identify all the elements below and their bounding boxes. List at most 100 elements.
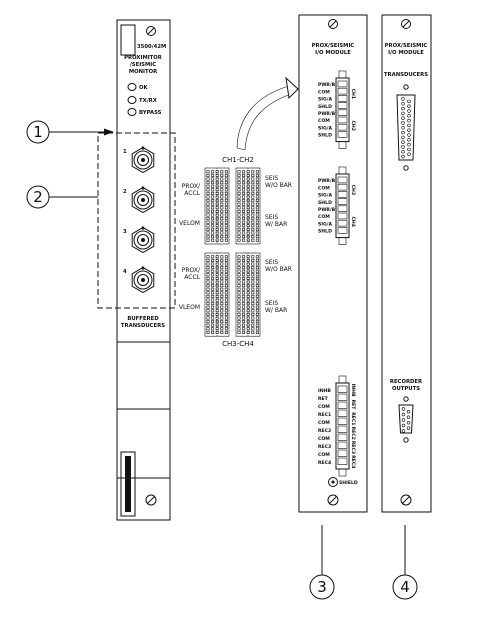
terminal-label: SIG/A [318,221,332,227]
terminal-slot [337,109,348,117]
connector-pin [407,128,411,132]
jumper-title-top: CH1-CH2 [222,156,254,164]
terminal-label: SIG/A [318,193,332,199]
connector-pin [407,147,411,152]
monitor-name-3: MONITOR [129,69,157,75]
connector-pin [401,150,405,154]
terminal-slot [337,205,348,213]
connector-pin [401,140,405,144]
terminal-slot [337,449,348,457]
jumper-label: W/ BAR [265,307,287,314]
connector-pin [407,118,411,123]
channel-label-4: 4 [123,269,127,275]
curved-arrow [236,76,299,151]
svg-text:2: 2 [33,188,43,206]
svg-text:4: 4 [400,578,410,596]
callout-3: 3 [309,525,335,600]
io-module-panel [298,14,368,513]
jumper-label: ACCL [184,274,200,281]
io-alt-title-2: I/O MODULE [388,50,424,56]
connector-pin [407,152,411,156]
terminal-label: REC3 [318,444,331,450]
screw-icon [327,494,339,506]
terminal-label: COM [318,118,330,124]
terminal-slot [337,198,348,205]
terminal-slot [337,183,348,191]
terminal-slot [337,116,348,124]
terminal-label: REC1 [318,412,331,418]
jumper-blocks [204,167,261,337]
terminal-slot [337,401,348,409]
terminal-slot [337,417,348,425]
terminal-slot [337,385,348,393]
connector-pin [401,429,406,433]
connector-pin [407,133,411,137]
io-title-2: I/O MODULE [315,50,351,56]
terminal-slot [337,95,348,102]
terminal-tab [338,166,347,175]
connector-pin [401,97,405,101]
terminal-slot [337,433,348,441]
terminal-tab [338,70,347,79]
terminal-label: COM [318,420,330,426]
jumper-block [235,252,261,337]
transducers-label: TRANSDUCERS [384,72,428,78]
connector-pin [401,154,405,159]
jumper-diagram: CH1-CH2 CH3-CH4 PROX/ ACCL VELOM SEIS W/… [179,156,292,348]
jumper-block [204,167,230,245]
led-icon [127,108,137,116]
terminal-label: INHB [318,388,331,394]
led-bypass: BYPASS [127,108,162,116]
terminal-side-label: REC3 [350,441,356,454]
terminal-slot [337,393,348,401]
terminal-slot [337,212,348,220]
jumper-label: W/ BAR [265,221,287,228]
terminal-label: PWR/B [318,111,336,117]
terminal-slot [337,425,348,433]
terminal-label: COM [318,185,330,191]
terminal-side-label: INHB [350,384,356,397]
io-title-1: PROX/SEISMIC [312,43,355,49]
bnc-region-boundary [97,132,176,309]
monitor-model: 3500/42M [137,44,166,50]
terminal-label: SHLD [318,104,332,110]
callout-4: 4 [392,525,418,600]
connector-pin [407,142,411,147]
svg-text:BYPASS: BYPASS [139,110,162,116]
led-ok: OK [127,83,149,91]
terminal-slot [337,227,348,234]
terminal-slot [337,176,348,184]
jumper-label: ACCL [184,190,200,197]
connector-pin [407,114,411,118]
terminal-slot [337,123,348,131]
channel-label-1: 1 [123,149,127,155]
io-module: PROX/SEISMIC I/O MODULE PWR/BCOMSIG/ASHL… [298,14,368,513]
db25-connector [396,84,416,171]
terminal-label: SHLD [318,229,332,235]
terminal-label: SHLD [318,200,332,206]
terminal-tab [338,468,347,477]
screw-icon [328,19,338,29]
jumper-title-bottom: CH3-CH4 [222,340,254,348]
bnc-connector-icon [131,186,155,214]
svg-text:OK: OK [139,85,149,91]
db9-connector [398,396,414,443]
jumper-label: PROX/ [182,267,201,274]
connector-pin [407,99,411,104]
terminal-side-label: RET [350,400,356,411]
terminal-slot [337,80,348,88]
terminal-side-label: CH1 [350,89,356,99]
terminal-label: REC2 [318,428,331,434]
jumper-label: SEIS [265,175,278,182]
terminal-label: PWR/B [318,82,336,88]
terminal-label: PWR/B [318,207,336,213]
screw-icon [400,494,412,506]
channel-label-3: 3 [123,229,127,235]
terminal-slot [337,102,348,109]
connector-pin [406,426,411,430]
jumper-label: SEIS [265,300,278,307]
terminal-side-label: REC2 [350,427,356,440]
terminal-slot [337,409,348,417]
connector-pin [401,126,405,130]
